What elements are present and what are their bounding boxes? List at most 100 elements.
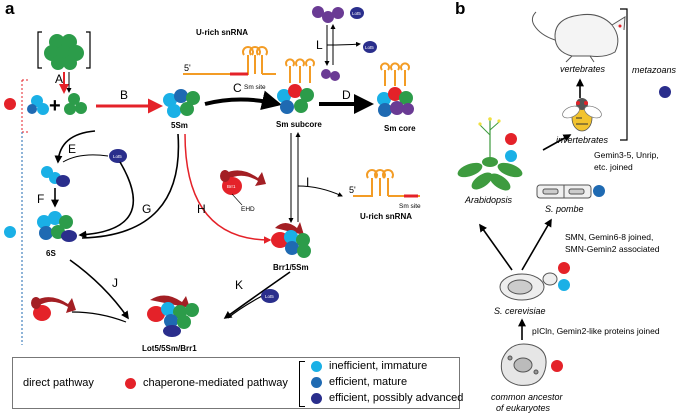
cyan-dot-cerevisiae — [558, 279, 570, 291]
arrow-e — [54, 130, 96, 164]
step-label-d: D — [342, 88, 351, 102]
sm-subunits-left — [27, 95, 49, 115]
label-metazoans: metazoans — [632, 65, 677, 75]
legend-bracket — [299, 361, 305, 407]
legend-cyan-dot — [311, 361, 322, 372]
label-6s: 6S — [46, 249, 56, 258]
note-picln: pICln, Gemin2-like proteins joined — [532, 326, 660, 336]
step-label-a: A — [55, 72, 63, 86]
u-rich-snrna-right — [353, 169, 420, 198]
plus-sign: + — [49, 95, 61, 117]
label-u-rich-right: U-rich snRNA — [360, 212, 412, 221]
label-5prime-top: 5' — [184, 63, 191, 73]
label-sm-core: Sm core — [384, 124, 416, 133]
step-label-c: C — [233, 81, 242, 95]
arrow-k — [223, 271, 291, 319]
label-brr1-5sm: Brr1/5Sm — [273, 263, 309, 272]
label-arabidopsis: Arabidopsis — [464, 195, 513, 205]
step-label-f: F — [37, 192, 44, 206]
legend-box: direct pathway chaperone-mediated pathwa… — [12, 357, 464, 409]
fly-illustration — [562, 98, 602, 132]
step-label-k: K — [235, 278, 243, 292]
label-s-cerevisiae: S. cerevisiae — [494, 306, 546, 316]
label-u-rich-top: U-rich snRNA — [196, 28, 248, 37]
cyan-dot-inefficient — [4, 226, 16, 238]
arrow-h — [184, 133, 272, 244]
lot5-top — [350, 7, 364, 19]
cyan-dot-arabidopsis — [505, 150, 517, 162]
mouse-illustration — [531, 11, 626, 63]
legend-direct-label: direct pathway — [23, 377, 94, 389]
label-invertebrates: invertebrates — [556, 135, 609, 145]
purple-dimer-bottom — [321, 69, 340, 81]
brr1-5sm-complex — [271, 222, 311, 258]
metazoan-bracket — [620, 8, 628, 141]
navy-dot-metazoans — [659, 86, 671, 98]
arrow-cerev-to-arabidopsis — [479, 223, 513, 271]
panel-b-letter: b — [455, 0, 466, 18]
red-dot-ancestor — [551, 360, 563, 372]
s-cerevisiae-illustration — [499, 272, 558, 301]
label-5sm: 5Sm — [171, 121, 188, 130]
red-dot-arabidopsis — [505, 133, 517, 145]
step-label-j: J — [112, 276, 118, 290]
6s-complex — [37, 211, 77, 242]
arrow-g — [81, 133, 180, 239]
step-label-l: L — [316, 38, 323, 52]
legend-advanced-label: efficient, possibly advanced — [329, 392, 464, 404]
step-label-h: H — [197, 202, 206, 216]
purple-dimer-top — [312, 6, 344, 23]
sm-subcore — [277, 58, 315, 114]
legend-efficient-label: efficient, mature — [329, 376, 408, 388]
label-sm-site-top: Sm site — [244, 84, 266, 91]
label-sm-subcore: Sm subcore — [276, 120, 322, 129]
label-ancestor-line1: common ancestor — [491, 392, 564, 402]
sm-core — [377, 62, 414, 117]
legend-chaperone-label: chaperone-mediated pathway — [143, 377, 288, 389]
step-label-e: E — [68, 142, 76, 156]
label-ancestor-line2: of eukaryotes — [496, 403, 551, 413]
s-pombe-illustration — [536, 184, 592, 199]
arrow-j — [69, 259, 129, 320]
step-label-b: B — [120, 88, 128, 102]
legend-red-dot — [125, 378, 136, 389]
label-5prime-right: 5' — [349, 185, 356, 195]
lot5-5sm-brr1-complex — [147, 295, 199, 337]
brr1-protein-left — [31, 297, 76, 321]
sm-heptamer-top — [44, 34, 84, 70]
arrow-pombe-to-invert — [542, 134, 572, 151]
lot5-free-e — [109, 149, 127, 163]
step-label-g: G — [142, 202, 151, 216]
legend-inefficient-label: inefficient, immature — [329, 360, 428, 372]
label-ehd: EHD — [241, 206, 255, 213]
arrow-cerev-to-pombe — [521, 218, 552, 271]
panel-a-letter: a — [5, 0, 15, 18]
u-rich-snrna-top — [183, 46, 276, 76]
ancestor-cell-illustration — [500, 343, 547, 386]
note-gemin3-line2: etc. joined — [594, 162, 633, 172]
note-smn-line2: SMN-Gemin2 associated — [565, 244, 660, 254]
legend-blue-dot — [311, 377, 322, 388]
arabidopsis-illustration — [457, 117, 523, 191]
note-gemin3-line1: Gemin3-5, Unrip, — [594, 150, 659, 160]
label-lot5-5sm-brr1: Lot5/5Sm/Brr1 — [142, 344, 197, 353]
lot5-released — [363, 41, 377, 53]
note-smn-line1: SMN, Gemin6-8 joined, — [565, 232, 653, 242]
sm-subunits-right — [64, 93, 87, 115]
label-vertebrates: vertebrates — [560, 64, 606, 74]
lot5-free-k — [261, 289, 279, 303]
arrow-g-lot5 — [78, 161, 135, 239]
sm-lot5-intermediate — [41, 166, 70, 187]
red-dot-cerevisiae — [558, 262, 570, 274]
brackets — [37, 31, 91, 69]
arrow-c — [204, 90, 282, 111]
red-dot-direct-pathway — [4, 98, 16, 110]
label-sm-site-right: Sm site — [399, 203, 421, 210]
legend-navy-dot — [311, 393, 322, 404]
5sm-complex — [163, 89, 200, 118]
label-s-pombe: S. pombe — [545, 204, 584, 214]
step-label-i: I — [306, 175, 309, 189]
brr1-protein-mid — [220, 170, 266, 195]
blue-dot-s-pombe — [593, 185, 605, 197]
